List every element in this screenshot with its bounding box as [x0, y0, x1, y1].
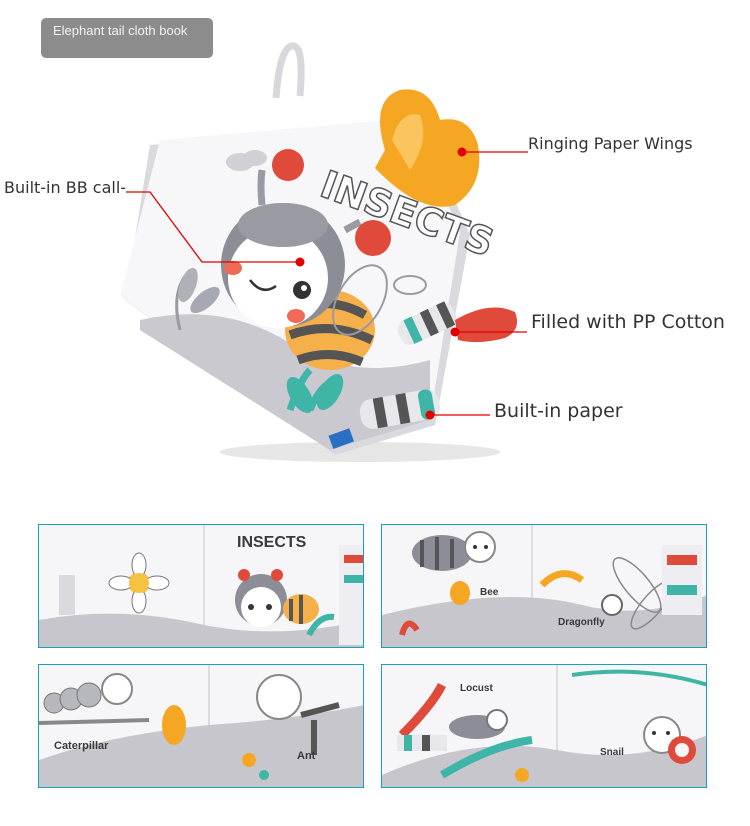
cloth-book-photo: INSECTS [125, 42, 528, 462]
spread-label: Locust [460, 683, 493, 694]
spread-thumbnail-insects: INSECTS [38, 524, 364, 648]
spread-thumbnail-locust-snail: Locust Snail [381, 664, 707, 788]
spread-thumbnail-bee-dragonfly: Bee Dragonfly [381, 524, 707, 648]
spread-label: Ant [297, 750, 316, 762]
spread-thumbnail-caterpillar-ant: Caterpillar Ant [38, 664, 364, 788]
spread-label: Snail [600, 747, 624, 758]
callout-dot-pp-cotton [450, 327, 460, 337]
callout-dot-paper [425, 410, 435, 420]
callout-dot-wings [457, 147, 467, 157]
callout-lines [126, 151, 528, 416]
spread-label: Bee [480, 587, 499, 598]
callout-label-wings: Ringing Paper Wings [528, 134, 693, 153]
callout-label-pp-cotton: Filled with PP Cotton [531, 311, 725, 333]
spread-label: Caterpillar [54, 740, 109, 752]
callout-label-paper: Built-in paper [494, 400, 623, 422]
callout-dot-bb-call [295, 257, 305, 267]
spread-label: INSECTS [237, 534, 307, 551]
spread-label: Dragonfly [558, 617, 605, 628]
callout-label-bb-call: Built-in BB call- [4, 178, 127, 197]
product-name-badge: Elephant tail cloth book [41, 18, 213, 58]
